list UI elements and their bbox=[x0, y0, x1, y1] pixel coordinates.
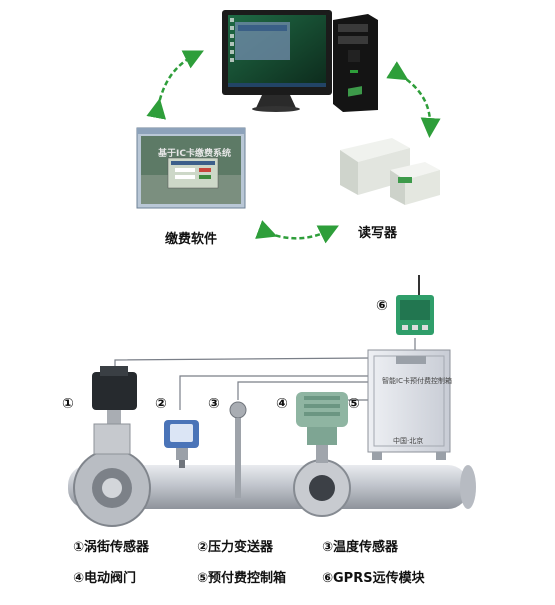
software-label: 缴费软件 bbox=[165, 232, 218, 247]
arrow-software-computer bbox=[146, 50, 204, 120]
legend-item-vortex: ①涡街传感器 bbox=[73, 540, 150, 555]
marker-2: ② bbox=[155, 396, 167, 412]
marker-1: ① bbox=[62, 396, 74, 412]
arrow-computer-reader bbox=[386, 61, 441, 138]
electric-valve bbox=[293, 392, 351, 517]
gprs-module bbox=[396, 275, 434, 335]
marker-3: ③ bbox=[208, 396, 220, 412]
cabinet-title: 智能IC卡预付费控制箱 bbox=[382, 377, 452, 385]
software-screen-title: 基于IC卡缴费系统 bbox=[158, 149, 231, 159]
marker-4: ④ bbox=[276, 396, 288, 412]
software-window bbox=[136, 127, 246, 209]
legend-item-cabinet: ⑤预付费控制箱 bbox=[197, 571, 287, 586]
temperature-sensor bbox=[229, 401, 247, 498]
computer-tower bbox=[333, 14, 378, 112]
cabinet-footer: 中国·北京 bbox=[393, 437, 424, 445]
card-reader bbox=[340, 86, 440, 205]
prepaid-control-cabinet bbox=[367, 349, 451, 460]
legend-item-valve: ④电动阀门 bbox=[73, 571, 137, 586]
computer-monitor bbox=[222, 10, 332, 112]
marker-6: ⑥ bbox=[376, 298, 388, 314]
cycle-arrows bbox=[146, 50, 441, 244]
reader-label: 读写器 bbox=[358, 226, 398, 241]
marker-5: ⑤ bbox=[348, 396, 360, 412]
arrow-reader-software bbox=[255, 220, 339, 244]
legend-item-pressure: ②压力变送器 bbox=[197, 540, 274, 555]
main-pipe bbox=[68, 465, 476, 509]
signal-wires bbox=[114, 338, 416, 410]
legend-item-temperature: ③温度传感器 bbox=[322, 540, 399, 555]
vortex-sensor bbox=[73, 366, 151, 527]
legend-item-gprs: ⑥GPRS远传模块 bbox=[322, 571, 425, 586]
pressure-transmitter bbox=[164, 420, 199, 468]
